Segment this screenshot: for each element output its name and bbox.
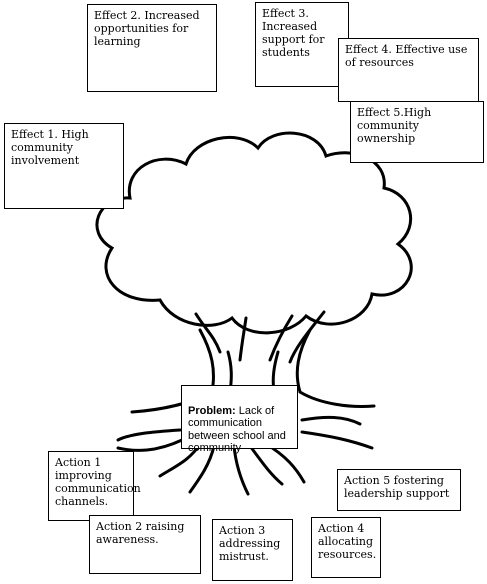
tree-roots [116,415,374,496]
tree-canopy [95,131,413,335]
action-5-box: Action 5 fostering leadership support [337,469,461,511]
action-3-box: Action 3 addressing mistrust. [212,519,293,581]
effect-4-box: Effect 4. Effective use of resources [338,38,479,102]
effect-5-box: Effect 5.High community ownership [350,101,484,163]
problem-label: Problem: [188,404,236,417]
problem-box: Problem: Lack of communication between s… [181,385,298,454]
action-1-box: Action 1 improving communication channel… [48,451,141,521]
tree-branches [194,310,326,364]
effect-3-box: Effect 3. Increased support for students [255,2,349,87]
problem-text: Lack of communication between school and… [188,404,286,455]
action-4-box: Action 4 allocating resources. [311,517,381,578]
effect-1-box: Effect 1. High community involvement [4,123,124,209]
effect-2-box: Effect 2. Increased opportunities for le… [87,4,217,92]
action-2-box: Action 2 raising awareness. [89,515,201,574]
